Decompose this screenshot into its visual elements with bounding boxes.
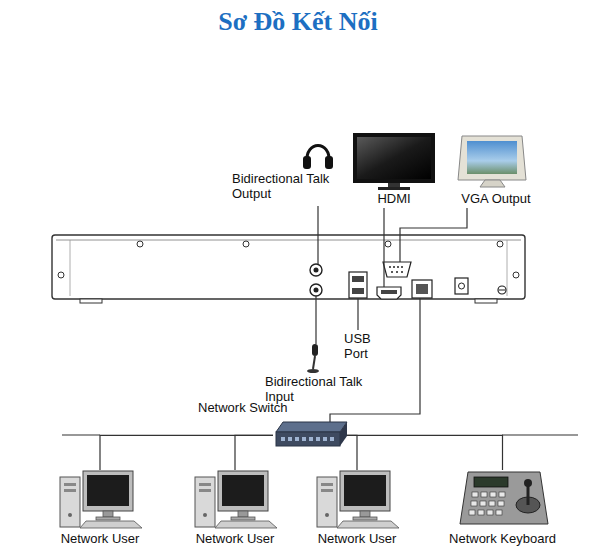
computer-icon [195,471,277,528]
port-label: USB Port [344,332,384,362]
device-node: HDMI [350,132,438,209]
device-node: Network Keyboard [440,470,565,549]
device-node: Network User [190,470,280,549]
hdmi-monitor-icon [353,133,435,190]
device-node: Network Switch [273,420,347,448]
microphone-icon [307,344,319,373]
network-cable [347,435,503,470]
device-node: Bidirectional Talk Output [230,142,350,204]
network-cable [235,435,273,470]
device-caption: Network User [190,532,280,547]
network-switch-icon [276,422,347,446]
device-node: Network User [312,470,402,549]
device-node: Network User [55,470,145,549]
device-caption: Network User [55,532,145,547]
device-caption: Network User [312,532,402,547]
cable-lines [62,206,578,435]
device-caption: HDMI [350,192,438,207]
network-cable [347,435,357,470]
vga-monitor-icon [458,136,526,187]
network-keyboard-icon [460,472,548,524]
device-caption: VGA Output [452,192,540,207]
device-caption: Network Keyboard [440,532,565,547]
device-caption: Network Switch [198,401,288,416]
network-cable [100,435,273,470]
computer-icon [317,471,399,528]
computer-icon [60,471,142,528]
headphones-icon [303,146,333,170]
device-node: VGA Output [452,134,540,209]
nvr-rear-panel [52,235,525,303]
device-caption: Bidirectional Talk Output [232,172,350,202]
diagram-title: Sơ Đồ Kết Nối [0,7,596,37]
